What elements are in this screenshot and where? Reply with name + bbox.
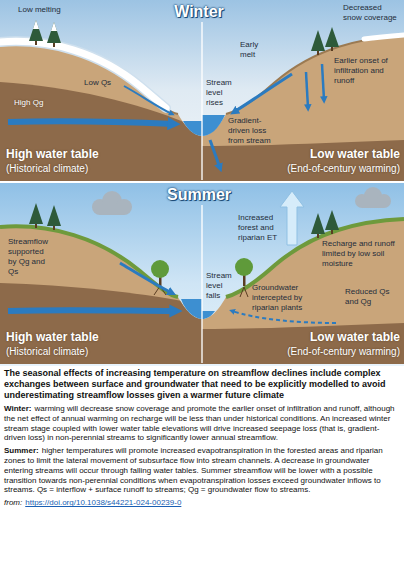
climate-label: (End-of-century warming) [230, 346, 400, 358]
annotation: Streamflow supported by Qg and Qs [8, 237, 54, 277]
trees-part [325, 27, 339, 47]
trees-part [235, 258, 253, 276]
stream-water [181, 299, 215, 319]
divider-line [201, 205, 203, 363]
caption-block: The seasonal effects of increasing tempe… [4, 368, 400, 511]
winter-panel-part [0, 0, 404, 181]
flow-arrows-part [120, 263, 172, 293]
clouds [92, 187, 391, 215]
annotation: Earlier onset of infiltration and runoff [334, 56, 400, 86]
flow-arrows-part [8, 307, 176, 314]
label-layer: WinterLow meltingDecreased snow coverage… [0, 0, 404, 366]
clouds-part [100, 205, 124, 215]
source-note-text: https://doi.org/10.1038/s44221-024-00239… [25, 498, 181, 507]
trees-part [311, 213, 325, 234]
climate-label: (Historical climate) [6, 346, 176, 358]
panel-title: Summer [0, 185, 401, 204]
annotation: Low Qs [84, 78, 118, 88]
trees-part [51, 22, 57, 31]
trees-part [151, 260, 169, 278]
flow-arrows-part [306, 72, 308, 108]
trees-part [29, 203, 43, 224]
climate-label: (End-of-century warming) [230, 163, 400, 175]
water-table-label: High water table [6, 330, 176, 344]
flow-arrows-part [322, 64, 324, 100]
saturated-zone-part [0, 82, 202, 181]
annotation: Stream level falls [206, 271, 236, 301]
water-table-label: Low water table [230, 330, 400, 344]
caption-paragraph-lead: Summer: [4, 446, 39, 455]
panel-gap [0, 181, 404, 183]
saturated-zone-part [202, 140, 404, 181]
summer-panel-part [0, 183, 404, 366]
annotation: Early melt [240, 40, 268, 60]
caption-paragraph-lead: Winter: [4, 404, 31, 413]
flow-arrows-part [210, 140, 220, 168]
flow-arrows-part [124, 86, 172, 114]
snow-cover-part [0, 41, 166, 108]
annotation: Stream level rises [206, 78, 236, 108]
trees-part [47, 205, 61, 226]
illustration [0, 0, 404, 366]
grass-part [0, 226, 178, 297]
trees-part [33, 20, 39, 29]
climate-label: (Historical climate) [6, 163, 176, 175]
source-note-lead: from: [4, 498, 22, 507]
trees-part [29, 20, 43, 41]
trees-part [325, 210, 339, 230]
trees [29, 20, 339, 55]
trees-part [240, 287, 248, 297]
caption-paragraph-text: warming will decrease snow coverage and … [4, 404, 395, 442]
flow-arrows-part [8, 121, 174, 124]
clouds-part [362, 199, 384, 208]
water-table-label: High water table [6, 147, 176, 161]
annotation: Reduced Qs and Qg [345, 287, 395, 307]
trees-part [311, 30, 325, 51]
annotation: High Qg [14, 98, 58, 108]
stream-water-part [181, 299, 202, 319]
summer-panel [0, 183, 404, 366]
stream-water [183, 115, 225, 136]
annotation: Decreased snow coverage [343, 3, 400, 23]
stream-water-part [202, 115, 225, 136]
stream-water-part [202, 311, 215, 319]
caption-heading: The seasonal effects of increasing tempe… [4, 368, 400, 401]
flow-arrows-part [234, 74, 292, 112]
flow-arrows [8, 263, 336, 323]
divider-line [201, 22, 203, 180]
caption-paragraph: Summer:higher temperatures will promote … [4, 446, 400, 495]
source-note: from:https://doi.org/10.1038/s44221-024-… [4, 498, 400, 508]
annotation: Gradient-driven loss from stream [228, 116, 280, 146]
annotation: Groundwater intercepted by riparian plan… [252, 283, 312, 313]
caption-paragraph: Winter:warming will decrease snow covera… [4, 404, 400, 443]
annotation: Low melting [18, 5, 78, 15]
winter-panel [0, 0, 404, 181]
stream-water-part [183, 121, 202, 136]
snow-cover-part [0, 41, 166, 108]
annotation: Increased forest and riparian ET [238, 213, 284, 243]
water-table-label: Low water table [230, 147, 400, 161]
trees-part [47, 22, 61, 43]
trees [29, 203, 339, 297]
flow-arrows-part [232, 311, 336, 323]
saturated-zone-part [202, 323, 404, 364]
et-arrow [280, 191, 304, 245]
annotation: Recharge and runoff limited by low soil … [322, 239, 398, 269]
caption-paragraph-text: higher temperatures will promote increas… [4, 446, 383, 494]
snow-cover-part [364, 35, 404, 39]
